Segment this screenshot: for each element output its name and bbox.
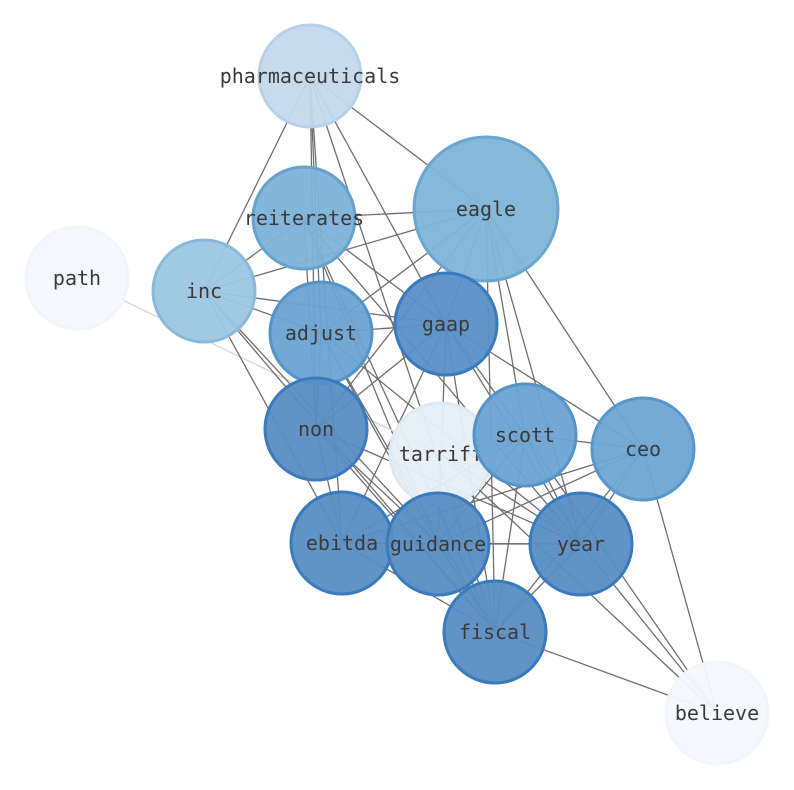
node-guidance: guidance <box>385 491 491 597</box>
node-fiscal: fiscal <box>442 579 548 685</box>
node-label-ebitda: ebitda <box>306 531 378 555</box>
node-non: non <box>263 376 369 482</box>
node-label-believe: believe <box>675 701 759 725</box>
node-adjust: adjust <box>268 280 374 386</box>
node-pharmaceuticals: pharmaceuticals <box>220 23 401 129</box>
node-circle-non <box>263 376 369 482</box>
node-circle-year <box>528 491 634 597</box>
node-year: year <box>528 491 634 597</box>
node-tarriff: tarriff <box>388 401 494 507</box>
node-layer: pharmaceuticals eagle reiterates path inc adj… <box>24 23 770 766</box>
node-reiterates: reiterates <box>244 165 364 271</box>
node-scott: scott <box>472 382 578 488</box>
node-circle-believe <box>664 660 770 766</box>
node-circle-fiscal <box>442 579 548 685</box>
node-label-year: year <box>557 532 605 556</box>
node-believe: believe <box>664 660 770 766</box>
node-label-ceo: ceo <box>625 437 661 461</box>
node-label-guidance: guidance <box>390 532 486 556</box>
node-label-scott: scott <box>495 423 555 447</box>
node-label-eagle: eagle <box>456 197 516 221</box>
node-circle-eagle <box>412 135 560 283</box>
node-label-reiterates: reiterates <box>244 206 364 230</box>
edge-reiterates-year <box>303 217 582 545</box>
node-circle-path <box>24 225 130 331</box>
node-circle-gaap <box>393 271 499 377</box>
node-label-pharmaceuticals: pharmaceuticals <box>220 64 401 88</box>
node-eagle: eagle <box>412 135 560 283</box>
node-circle-ceo <box>590 396 696 502</box>
node-circle-reiterates <box>251 165 357 271</box>
node-inc: inc <box>151 238 257 344</box>
node-label-tarriff: tarriff <box>399 442 483 466</box>
node-circle-pharmaceuticals <box>257 23 363 129</box>
node-label-adjust: adjust <box>285 321 357 345</box>
node-label-fiscal: fiscal <box>459 620 531 644</box>
node-label-gaap: gaap <box>422 312 470 336</box>
node-ceo: ceo <box>590 396 696 502</box>
edge-layer <box>76 75 718 714</box>
node-gaap: gaap <box>393 271 499 377</box>
node-ebitda: ebitda <box>289 490 395 596</box>
node-label-inc: inc <box>186 279 222 303</box>
node-circle-guidance <box>385 491 491 597</box>
node-circle-scott <box>472 382 578 488</box>
node-path: path <box>24 225 130 331</box>
node-label-path: path <box>53 266 101 290</box>
node-label-non: non <box>298 417 334 441</box>
node-circle-inc <box>151 238 257 344</box>
edge-path-tarriff <box>76 277 442 455</box>
